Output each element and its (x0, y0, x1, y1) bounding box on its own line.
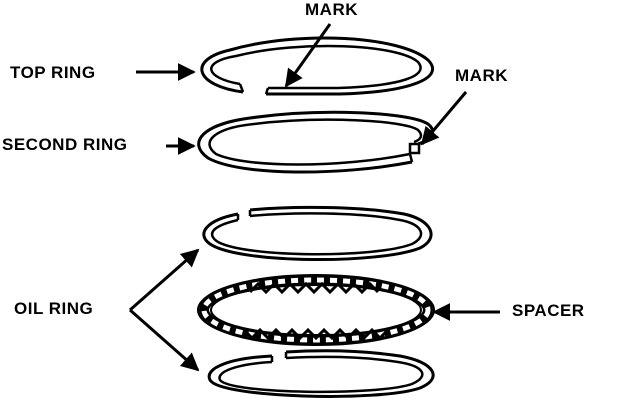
label-spacer: SPACER (512, 301, 585, 320)
arrow-oil-ring-upper (129, 248, 200, 312)
label-second-ring: SECOND RING (2, 135, 128, 154)
label-mark-top: MARK (305, 0, 358, 19)
label-oil-ring: OIL RING (14, 299, 94, 318)
label-top-ring: TOP RING (10, 63, 96, 82)
leader-arrows (129, 23, 500, 372)
second-ring (197, 110, 434, 174)
arrow-mark-top (284, 23, 332, 88)
arrow-oil-ring-lower (129, 308, 200, 372)
oil-ring-upper-rail (202, 205, 433, 262)
second-ring-mark-notch (408, 142, 421, 155)
arrow-mark-second (420, 91, 468, 146)
label-mark-second: MARK (455, 66, 508, 85)
oil-ring-lower-rail (207, 349, 435, 398)
spacer (197, 274, 435, 346)
top-ring (200, 36, 435, 96)
